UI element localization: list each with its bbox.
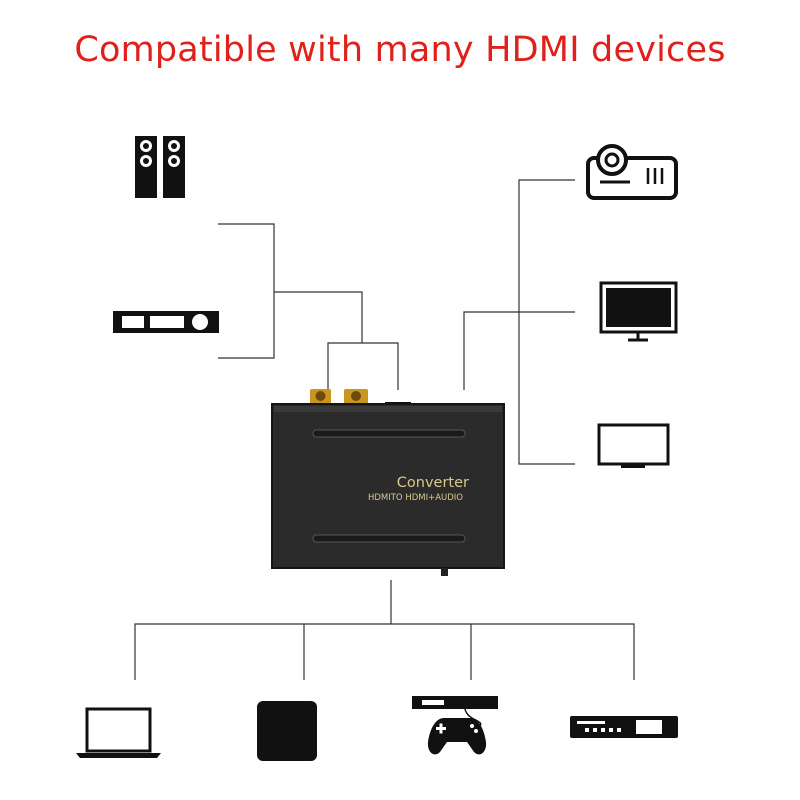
converter-subtitle: HDMITO HDMI+AUDIO xyxy=(368,493,463,503)
left-bracket-line xyxy=(218,223,275,359)
monitor-icon xyxy=(599,281,678,342)
game-console-icon xyxy=(412,696,498,755)
hdmi-out-feed-line xyxy=(463,311,575,390)
set-top-box-icon xyxy=(257,701,317,761)
connection-lines xyxy=(134,179,635,680)
laptop-icon xyxy=(76,707,161,758)
tv-icon xyxy=(597,423,670,468)
bottom-bus-line xyxy=(134,623,635,680)
converter-device: Converter HDMITO HDMI+AUDIO xyxy=(271,389,505,576)
converter-title: Converter xyxy=(397,475,469,491)
dvd-player-icon xyxy=(570,716,678,738)
speakers-icon xyxy=(135,136,185,198)
hdmi-input-port xyxy=(441,568,448,576)
left-audio-feed-line xyxy=(274,291,363,343)
amplifier-icon xyxy=(113,311,219,333)
right-bracket-line xyxy=(518,179,575,465)
bottom-vent xyxy=(312,534,466,543)
top-vent xyxy=(312,429,466,438)
rca-split-line xyxy=(327,342,399,396)
projector-icon xyxy=(586,144,678,200)
converter-body xyxy=(271,403,505,569)
headline: Compatible with many HDMI devices xyxy=(74,30,726,70)
